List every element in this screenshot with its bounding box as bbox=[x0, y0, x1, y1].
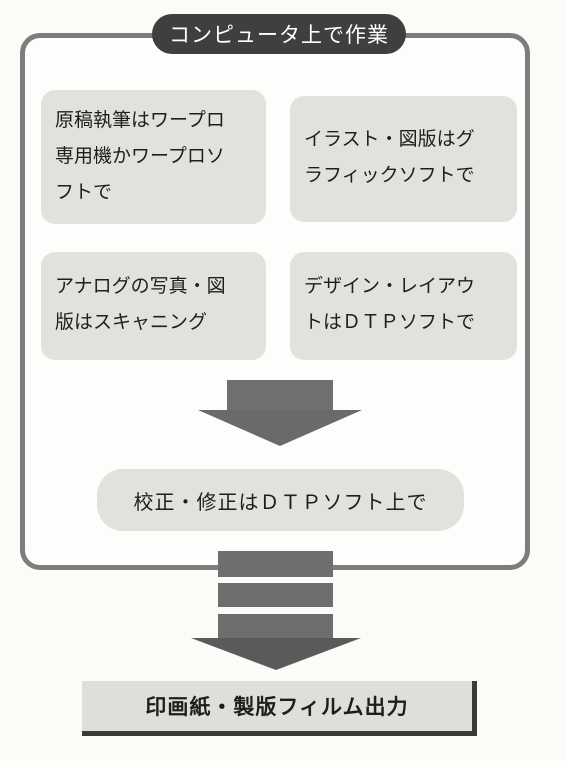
step-text-illustration: イラスト・図版はグ ラフィックソフトで bbox=[304, 128, 475, 186]
output-step-box: 印画紙・製版フィルム出力 bbox=[82, 681, 477, 736]
step-box-layout: デザイン・レイアウ トはＤＴＰソフトで bbox=[290, 252, 517, 360]
step-box-illustration: イラスト・図版はグ ラフィックソフトで bbox=[290, 96, 517, 222]
step-text-scanning: アナログの写真・図 版はスキャニング bbox=[55, 275, 226, 333]
proofing-step-box: 校正・修正はＤＴＰソフト上で bbox=[97, 469, 464, 531]
frame-title: コンピュータ上で作業 bbox=[152, 14, 406, 54]
step-text-layout: デザイン・レイアウ トはＤＴＰソフトで bbox=[304, 275, 476, 333]
step-box-manuscript: 原稿執筆はワープロ 専用機かワープロソ フトで bbox=[41, 90, 266, 224]
step-box-scanning: アナログの写真・図 版はスキャニング bbox=[41, 252, 266, 360]
step-text-manuscript: 原稿執筆はワープロ 専用機かワープロソ フトで bbox=[55, 109, 225, 203]
